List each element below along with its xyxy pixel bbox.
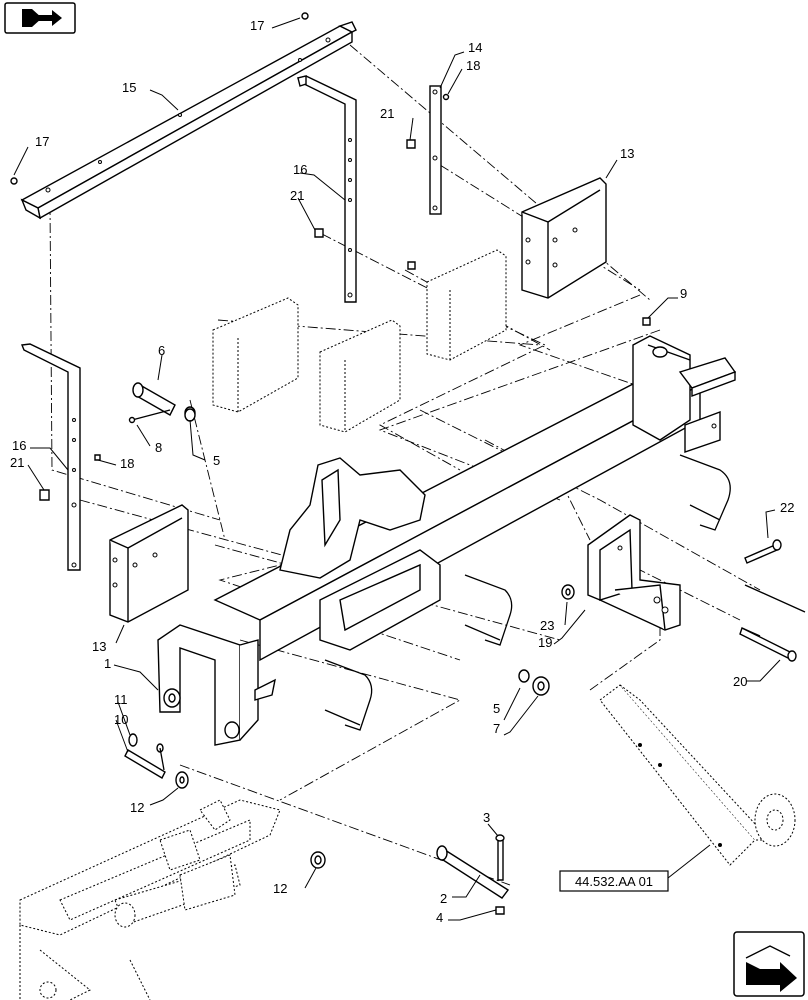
part-2-hitch-pin[interactable] (436, 845, 510, 899)
callout-14[interactable]: 14 (468, 40, 482, 55)
callout-19[interactable]: 19 (538, 635, 552, 650)
callout-18[interactable]: 18 (466, 58, 480, 73)
callout-18[interactable]: 18 (120, 456, 134, 471)
callout-22[interactable]: 22 (780, 500, 794, 515)
part-20-bolt[interactable] (739, 627, 797, 662)
callout-7[interactable]: 7 (493, 721, 500, 736)
part-19-plow-mount-bracket[interactable] (587, 514, 681, 631)
part-23-nut[interactable] (561, 584, 575, 600)
callout-21[interactable]: 21 (10, 455, 24, 470)
reference-label: 44.532.AA 01 (575, 874, 653, 889)
ghost-bracket-mid (319, 319, 401, 433)
callout-13[interactable]: 13 (92, 639, 106, 654)
callout-23[interactable]: 23 (540, 618, 554, 633)
view-direction-icon[interactable] (4, 2, 76, 34)
u-bolts (324, 454, 731, 731)
part-10-pin[interactable] (124, 743, 166, 779)
ghost-bracket-left (212, 297, 299, 413)
axle-arm-ghost (599, 684, 796, 866)
part-5-bushing-left[interactable] (184, 408, 196, 422)
callout-2[interactable]: 2 (440, 891, 447, 906)
part-16-lower-l-bracket[interactable] (21, 343, 81, 571)
part-7-washer[interactable] (532, 676, 550, 696)
part-15-top-cross-bar[interactable] (20, 21, 357, 220)
callout-5[interactable]: 5 (213, 453, 220, 468)
callout-21[interactable]: 21 (380, 106, 394, 121)
part-5-bushing-right[interactable] (518, 669, 530, 683)
leader-lines (13, 17, 781, 921)
part-14-straight-strap[interactable] (429, 85, 442, 215)
callouts: 1234556789101112121313141516161717181819… (10, 18, 794, 925)
part-12-washer-lower[interactable] (310, 851, 326, 869)
part-8-cotter-pin[interactable] (128, 409, 171, 424)
hardware-top (10, 12, 651, 501)
callout-15[interactable]: 15 (122, 80, 136, 95)
part-13-upper-mount-bracket[interactable] (521, 177, 607, 299)
part-16-upper-l-bracket[interactable] (296, 75, 357, 303)
part-1-main-frame[interactable] (157, 335, 737, 746)
callout-16[interactable]: 16 (12, 438, 26, 453)
reference-box[interactable]: 44.532.AA 01 (559, 870, 669, 892)
hitch-assembly-ghost (19, 799, 281, 1000)
callout-9[interactable]: 9 (680, 286, 687, 301)
callout-10[interactable]: 10 (114, 712, 128, 727)
callout-13[interactable]: 13 (620, 146, 634, 161)
callout-6[interactable]: 6 (158, 343, 165, 358)
callout-20[interactable]: 20 (733, 674, 747, 689)
part-22-bolt[interactable] (744, 539, 806, 613)
callout-3[interactable]: 3 (483, 810, 490, 825)
callout-12[interactable]: 12 (273, 881, 287, 896)
callout-17[interactable]: 17 (250, 18, 264, 33)
callout-1[interactable]: 1 (104, 656, 111, 671)
part-13-lower-mount-bracket[interactable] (109, 504, 189, 623)
next-page-arrow-icon[interactable] (733, 931, 805, 997)
callout-5[interactable]: 5 (493, 701, 500, 716)
callout-11[interactable]: 11 (114, 692, 128, 707)
part-3-bolt[interactable] (495, 834, 505, 881)
part-11-clip[interactable] (128, 733, 138, 747)
callout-17[interactable]: 17 (35, 134, 49, 149)
part-12-washer-upper[interactable] (175, 771, 189, 789)
callout-16[interactable]: 16 (293, 162, 307, 177)
callout-21[interactable]: 21 (290, 188, 304, 203)
callout-4[interactable]: 4 (436, 910, 443, 925)
ghost-bracket-right (426, 249, 507, 361)
callout-12[interactable]: 12 (130, 800, 144, 815)
part-4-nut[interactable] (495, 906, 505, 915)
callout-8[interactable]: 8 (155, 440, 162, 455)
